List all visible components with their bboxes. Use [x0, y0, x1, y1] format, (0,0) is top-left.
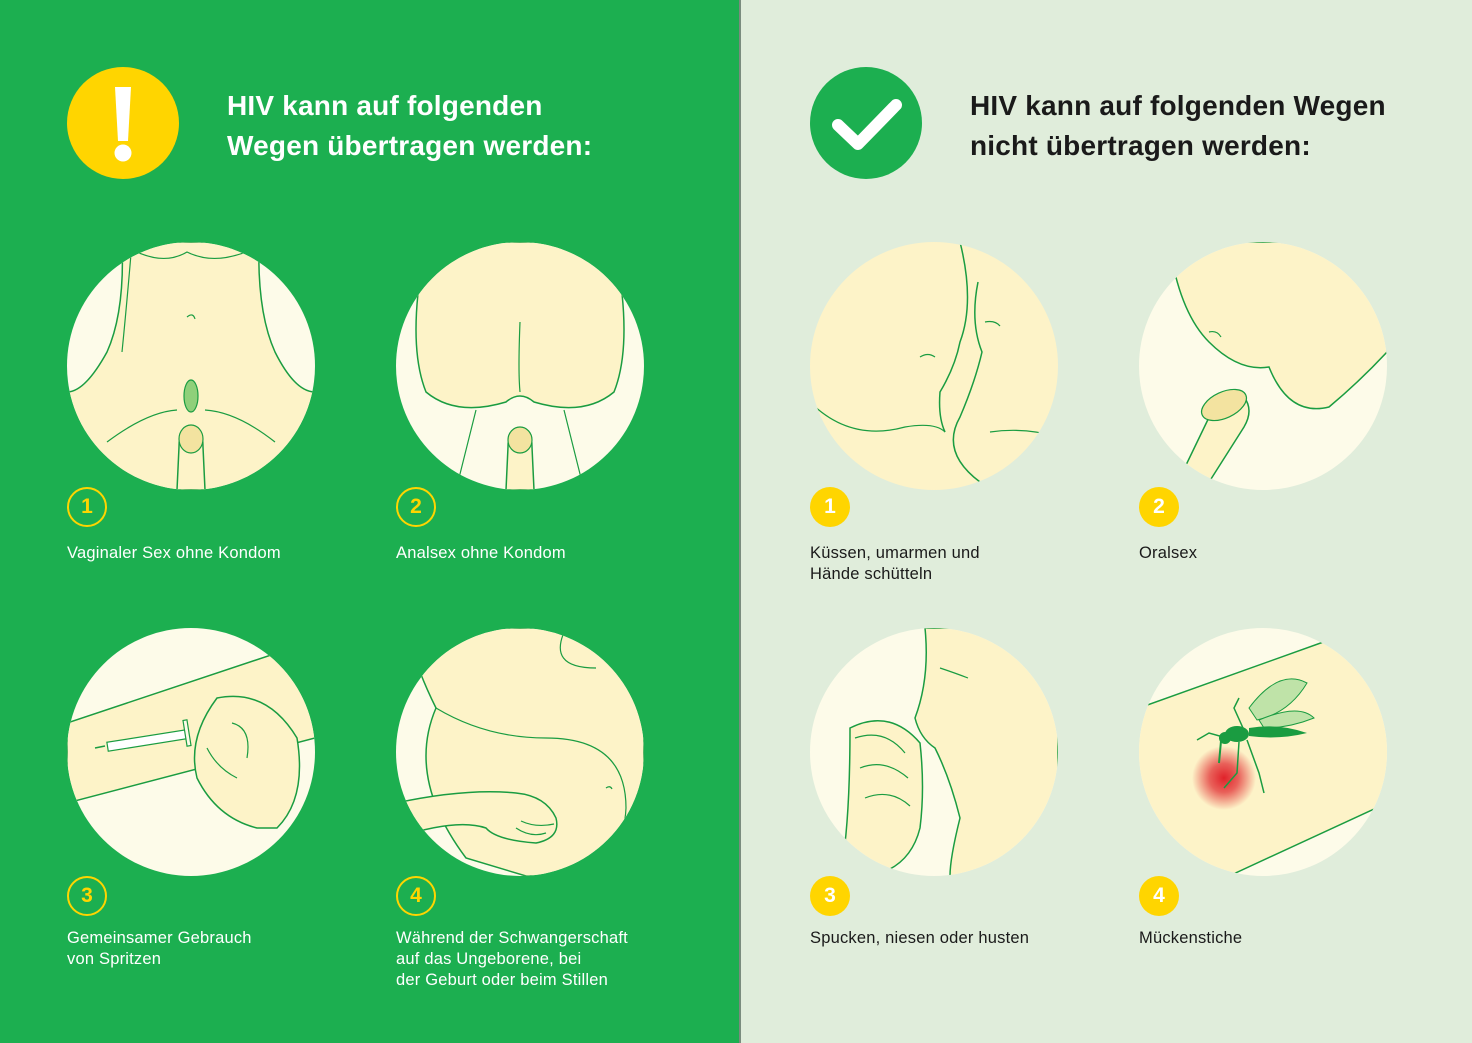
caption-line: Mückenstiche	[1139, 929, 1243, 947]
step-number: 2	[1139, 487, 1179, 527]
heading-line: HIV kann auf folgenden Wegen	[970, 90, 1386, 121]
vaginal-sex-illustration	[67, 242, 315, 490]
caption-line: auf das Ungeborene, bei	[396, 950, 582, 968]
pregnancy-illustration	[396, 628, 644, 876]
caption-line: Spucken, niesen oder husten	[810, 929, 1030, 947]
mosquito-illustration	[1139, 628, 1387, 876]
panel-divider	[739, 0, 741, 1043]
caption-line: Vaginaler Sex ohne Kondom	[67, 544, 281, 562]
step-caption: Küssen, umarmen und Hände schütteln	[810, 543, 980, 585]
step-caption: Spucken, niesen oder husten	[810, 928, 1029, 949]
caption-line: Während der Schwangerschaft	[396, 929, 628, 947]
step-number: 2	[396, 487, 436, 527]
step-number: 3	[810, 876, 850, 916]
transmission-heading: HIV kann auf folgenden Wegen übertragen …	[227, 86, 592, 166]
sneezing-illustration	[810, 628, 1058, 876]
caption-line: Gemeinsamer Gebrauch	[67, 929, 252, 947]
step-number: 4	[1139, 876, 1179, 916]
syringe-illustration	[67, 628, 315, 876]
step-number: 3	[67, 876, 107, 916]
caption-line: der Geburt oder beim Stillen	[396, 971, 608, 989]
step-caption: Oralsex	[1139, 543, 1197, 564]
step-number: 1	[67, 487, 107, 527]
caption-line: Hände schütteln	[810, 565, 933, 583]
heading-line: nicht übertragen werden:	[970, 130, 1311, 161]
caption-line: Oralsex	[1139, 544, 1198, 562]
caption-line: Küssen, umarmen und	[810, 544, 980, 562]
heading-line: HIV kann auf folgenden	[227, 90, 543, 121]
checkmark-icon	[810, 67, 922, 179]
oral-sex-illustration	[1139, 242, 1387, 490]
step-caption: Während der Schwangerschaft auf das Unge…	[396, 928, 628, 991]
step-number: 1	[810, 487, 850, 527]
step-caption: Analsex ohne Kondom	[396, 543, 566, 564]
anal-sex-illustration	[396, 242, 644, 490]
step-caption: Mückenstiche	[1139, 928, 1242, 949]
step-number: 4	[396, 876, 436, 916]
caption-line: von Spritzen	[67, 950, 162, 968]
kissing-illustration	[810, 242, 1058, 490]
step-caption: Vaginaler Sex ohne Kondom	[67, 543, 281, 564]
heading-line: Wegen übertragen werden:	[227, 130, 593, 161]
non-transmission-heading: HIV kann auf folgenden Wegen nicht übert…	[970, 86, 1386, 166]
caption-line: Analsex ohne Kondom	[396, 544, 566, 562]
step-caption: Gemeinsamer Gebrauch von Spritzen	[67, 928, 252, 970]
exclamation-icon	[67, 67, 179, 179]
